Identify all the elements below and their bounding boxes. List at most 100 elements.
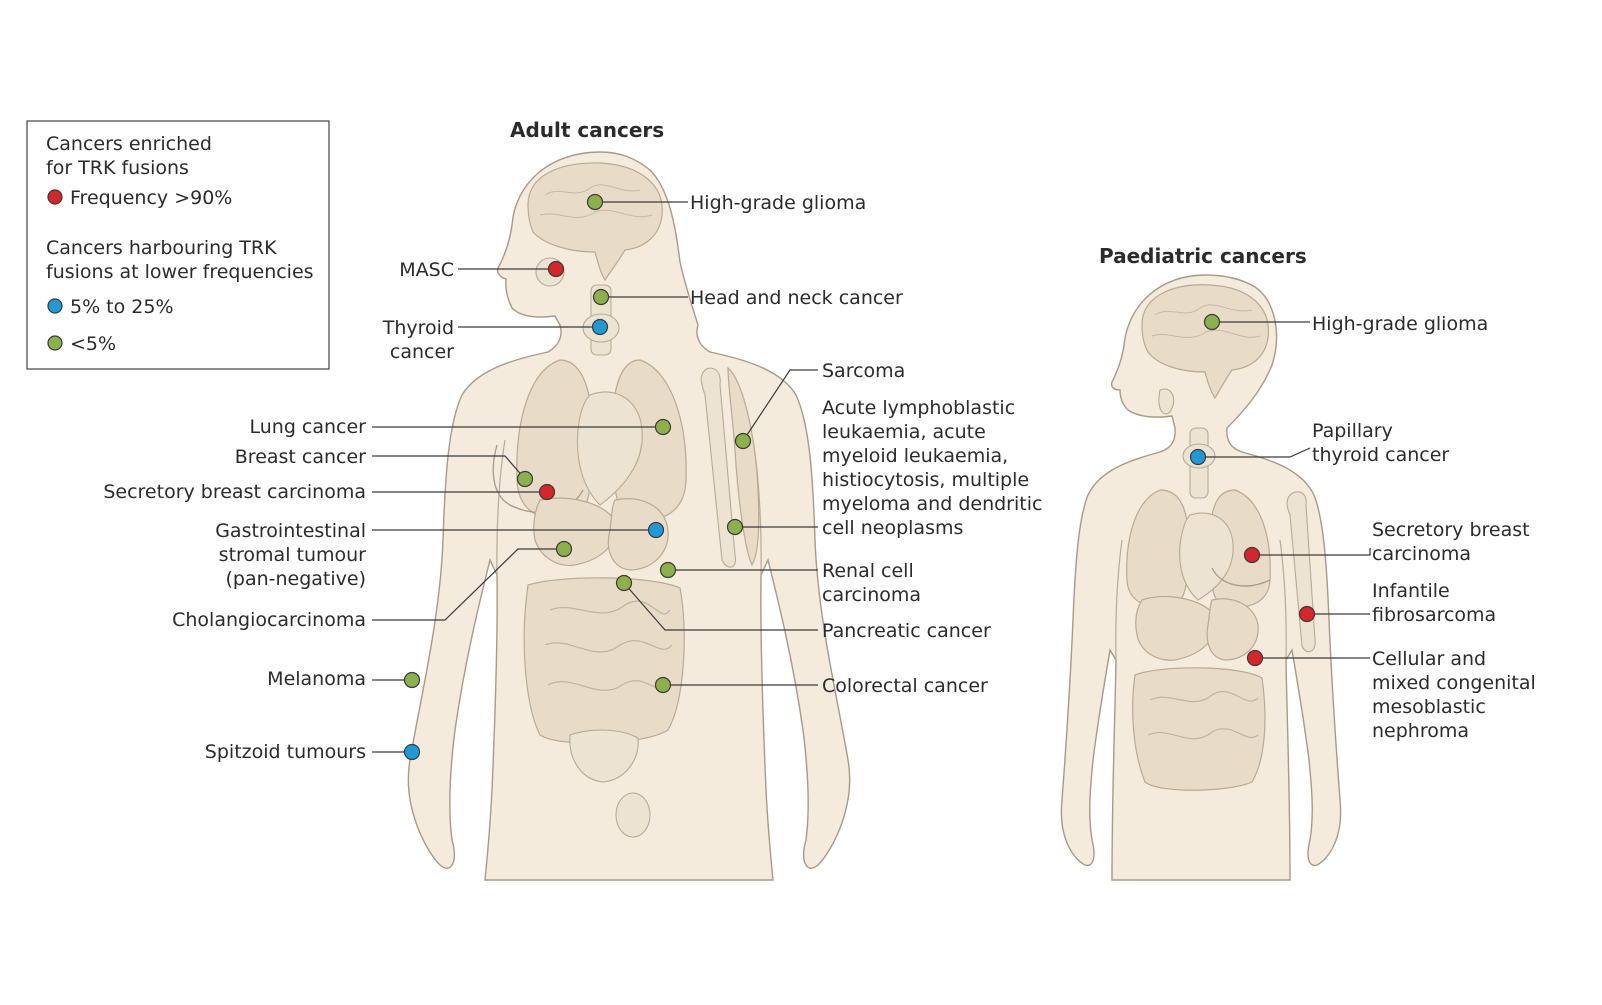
adult-brain-fold-2 (539, 209, 653, 218)
legend-item-blue: 5% to 25% (70, 296, 174, 318)
adult-brain-fold-1 (544, 184, 641, 196)
label-adult-masc: MASC (399, 259, 454, 281)
marker-paed-glioma (1203, 313, 1221, 331)
label-adult-leuk-4: histiocytosis, multiple (822, 469, 1029, 491)
legend-item-red: Frequency >90% (70, 187, 232, 209)
label-adult-leuk-2: leukaemia, acute (822, 421, 986, 443)
label-adult-thyroid-2: cancer (390, 341, 454, 363)
paediatric-right-arm-line (1279, 539, 1287, 661)
label-adult-glioma: High-grade glioma (690, 192, 866, 214)
legend-heading-line-3: Cancers harbouring TRK (46, 237, 277, 259)
adult-intestine-fold-2 (544, 640, 673, 653)
paediatric-title: Paediatric cancers (1099, 244, 1307, 268)
marker-adult-lung (654, 418, 672, 436)
marker-adult-thyroid (591, 318, 609, 336)
label-adult-renal-1: Renal cell (822, 560, 914, 582)
paediatric-leader-lines (1198, 321, 1371, 659)
marker-adult-melanoma (403, 671, 421, 689)
adult-testis (615, 792, 651, 838)
label-adult-thyroid-1: Thyroid (382, 317, 454, 339)
legend-red-dot (47, 189, 63, 205)
legend-item-green: <5% (70, 333, 116, 355)
marker-adult-spitzoid (403, 743, 421, 761)
label-paed-secretory-1: Secretory breast (1372, 519, 1530, 541)
adult-labels: High-grade glioma MASC Head and neck can… (103, 192, 1042, 763)
label-paed-cellular-3: mesoblastic (1372, 696, 1486, 718)
paediatric-brain (1141, 284, 1270, 400)
marker-adult-cholangio (555, 540, 573, 558)
adult-arm-bone (700, 367, 737, 568)
marker-adult-colorectal (654, 676, 672, 694)
legend-heading-line-4: fusions at lower frequencies (46, 261, 314, 283)
label-paed-secretory-2: carcinoma (1372, 543, 1471, 565)
paediatric-stomach (1206, 598, 1259, 661)
marker-paed-secretory (1243, 546, 1261, 564)
label-paed-cellular-2: mixed congenital (1372, 672, 1536, 694)
adult-stomach (607, 498, 669, 571)
paediatric-salivary-gland (1158, 388, 1175, 415)
legend-heading-line-2: for TRK fusions (46, 157, 189, 179)
label-adult-melanoma: Melanoma (267, 668, 366, 690)
paediatric-intestine-fold-1 (1149, 690, 1259, 703)
marker-adult-masc (547, 260, 565, 278)
label-adult-gist-1: Gastrointestinal (215, 520, 366, 542)
marker-paed-infantile (1298, 605, 1316, 623)
marker-adult-gist (647, 521, 665, 539)
marker-adult-breast (516, 470, 534, 488)
leader-adult-sarcoma (742, 369, 818, 442)
legend-heading-line-1: Cancers enriched (46, 133, 212, 155)
paediatric-intestines (1132, 667, 1266, 791)
label-adult-renal-2: carcinoma (822, 584, 921, 606)
label-adult-secretory-breast: Secretory breast carcinoma (103, 481, 366, 503)
paediatric-labels: High-grade glioma Papillary thyroid canc… (1312, 313, 1536, 742)
leader-adult-cholangio (372, 548, 564, 621)
label-paed-infantile-2: fibrosarcoma (1372, 604, 1496, 626)
paediatric-brain-fold-1 (1154, 304, 1253, 316)
marker-adult-head-neck (592, 288, 610, 306)
adult-heart (576, 391, 643, 506)
marker-adult-secretory-breast (538, 483, 556, 501)
leader-adult-pancreatic (623, 582, 818, 631)
label-paed-papillary-2: thyroid cancer (1312, 444, 1449, 466)
adult-bladder (569, 729, 639, 783)
label-adult-colorectal: Colorectal cancer (822, 675, 988, 697)
legend-blue-dot (47, 298, 63, 314)
adult-title: Adult cancers (510, 118, 664, 142)
marker-paed-papillary (1189, 448, 1207, 466)
marker-adult-leukaemia (726, 518, 744, 536)
paediatric-figure: Paediatric cancers (1060, 244, 1536, 881)
leader-adult-breast (372, 455, 526, 480)
label-adult-breast: Breast cancer (235, 446, 366, 468)
label-adult-gist-3: (pan-negative) (225, 568, 366, 590)
adult-intestine-fold-1 (549, 600, 671, 615)
adult-brain (527, 162, 663, 282)
marker-adult-renal (659, 561, 677, 579)
label-adult-gist-2: stromal tumour (219, 544, 367, 566)
legend-green-dot (47, 335, 63, 351)
label-paed-cellular-4: nephroma (1372, 720, 1469, 742)
legend: Cancers enriched for TRK fusions Frequen… (26, 120, 330, 370)
marker-paed-cellular (1246, 649, 1264, 667)
label-adult-lung: Lung cancer (249, 416, 366, 438)
paediatric-markers (1189, 313, 1316, 667)
label-paed-glioma: High-grade glioma (1312, 313, 1488, 335)
leader-paed-secretory (1252, 548, 1371, 556)
adult-markers (403, 193, 752, 761)
label-paed-cellular-1: Cellular and (1372, 648, 1486, 670)
label-adult-sarcoma: Sarcoma (822, 360, 905, 382)
label-adult-pancreatic: Pancreatic cancer (822, 620, 991, 642)
leader-paed-papillary (1198, 447, 1311, 458)
paediatric-left-arm-line (1115, 539, 1123, 661)
label-paed-papillary-1: Papillary (1312, 420, 1393, 442)
marker-adult-pancreatic (615, 574, 633, 592)
paediatric-breast-outline (1211, 567, 1271, 587)
paediatric-liver (1135, 595, 1217, 661)
label-adult-cholangio: Cholangiocarcinoma (172, 609, 366, 631)
label-adult-spitzoid: Spitzoid tumours (205, 741, 366, 763)
adult-figure: Adult cancers (103, 118, 1042, 881)
label-adult-leuk-1: Acute lymphoblastic (822, 397, 1015, 419)
marker-adult-sarcoma (734, 432, 752, 450)
label-adult-leuk-3: myeloid leukaemia, (822, 445, 1008, 467)
marker-adult-glioma (586, 193, 604, 211)
